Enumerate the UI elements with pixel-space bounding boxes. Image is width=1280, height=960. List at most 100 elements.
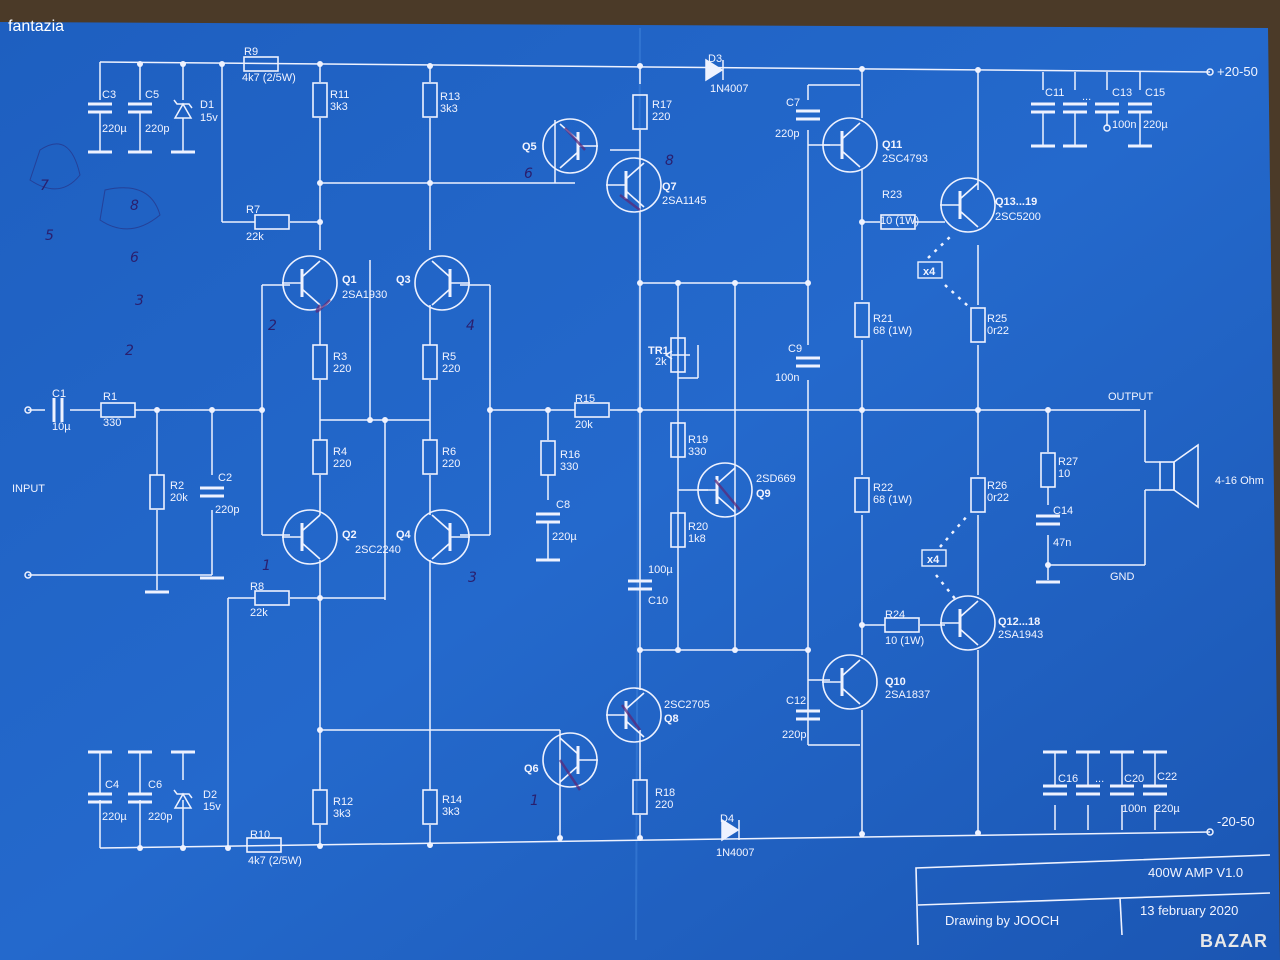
r3-value: 220 [333, 363, 351, 375]
input-label: INPUT [12, 483, 45, 495]
dots-top: ... [1082, 91, 1091, 103]
q6-name: Q6 [524, 763, 539, 775]
r20-name: R20 [688, 521, 708, 533]
ink-1: 1 [262, 558, 271, 574]
ink-3-right: 3 [468, 570, 477, 586]
r11-value: 3k3 [330, 101, 348, 113]
r7-name: R7 [246, 204, 260, 216]
rectifier-diodes [705, 58, 740, 842]
c1-value: 10µ [52, 421, 71, 433]
r5-name: R5 [442, 351, 456, 363]
r13-value: 3k3 [440, 103, 458, 115]
r7-value: 22k [246, 231, 264, 243]
zener-diodes [173, 99, 193, 809]
q13-name: Q13...19 [995, 196, 1037, 208]
multiplier-lower: x4 [927, 554, 940, 566]
r10-value: 4k7 (2/5W) [248, 855, 302, 867]
r22-value: 68 (1W) [873, 494, 912, 506]
r8-value: 22k [250, 607, 268, 619]
c10-value: 100µ [648, 564, 673, 576]
q7-value: 2SA1145 [662, 195, 706, 207]
d3-name: D3 [708, 53, 722, 65]
d4-name: D4 [720, 813, 734, 825]
d2-value: 15v [203, 801, 221, 813]
q8-name: Q8 [664, 713, 679, 725]
r24-name: R24 [885, 609, 905, 621]
r5-value: 220 [442, 363, 460, 375]
c4-value: 220µ [102, 811, 127, 823]
r10-name: R10 [250, 829, 270, 841]
r23-name: R23 [882, 189, 902, 201]
c9-name: C9 [788, 343, 802, 355]
r22-name: R22 [873, 482, 893, 494]
r25-value: 0r22 [987, 325, 1009, 337]
c2-name: C2 [218, 472, 232, 484]
title-text: 400W AMP V1.0 [1148, 865, 1243, 880]
ink-6: 6 [130, 250, 139, 266]
r19-name: R19 [688, 434, 708, 446]
c3-name: C3 [102, 89, 116, 101]
q3-name: Q3 [396, 274, 411, 286]
wires [28, 61, 1211, 849]
c5-value: 220p [145, 123, 169, 135]
speaker-label: 4-16 Ohm [1215, 475, 1264, 487]
c16-name: C16 [1058, 773, 1078, 785]
c20-value: 100n [1122, 803, 1146, 815]
c15-name: C15 [1145, 87, 1165, 99]
d1-name: D1 [200, 99, 214, 111]
ink-4: 4 [466, 318, 475, 334]
q8-value: 2SC2705 [664, 699, 710, 711]
c13-value: 100n [1112, 119, 1136, 131]
multiplier-markers: x4 x4 [917, 234, 969, 601]
date-text: 13 february 2020 [1140, 903, 1238, 918]
c1-name: C1 [52, 388, 66, 400]
r11-name: R11 [330, 89, 349, 101]
r8-name: R8 [250, 581, 264, 593]
c8-name: C8 [556, 499, 570, 511]
q11-value: 2SC4793 [882, 153, 928, 165]
r14-value: 3k3 [442, 806, 460, 818]
c13-name: C13 [1112, 87, 1132, 99]
c4-name: C4 [105, 779, 119, 791]
positive-rail-label: +20-50 [1217, 64, 1258, 79]
r2-name: R2 [170, 480, 184, 492]
ink-8: 8 [130, 198, 139, 214]
tr1-value: 2k [655, 356, 667, 368]
d4-value: 1N4007 [716, 847, 755, 859]
q12-value: 2SA1943 [998, 629, 1043, 641]
c11-name: C11 [1045, 87, 1064, 99]
q10-value: 2SA1837 [885, 689, 930, 701]
r4-value: 220 [333, 458, 351, 470]
ink-3: 3 [135, 293, 144, 309]
junctions [24, 61, 1214, 851]
q5-name: Q5 [522, 141, 537, 153]
c5-name: C5 [145, 89, 159, 101]
q1-value: 2SA1930 [342, 289, 387, 301]
r27-name: R27 [1058, 456, 1078, 468]
r9-name: R9 [244, 46, 258, 58]
dots-bottom: ... [1095, 773, 1104, 785]
ink-8-top: 8 [665, 153, 674, 169]
r12-name: R12 [333, 796, 353, 808]
tr1-name: TR1 [648, 345, 669, 357]
c2-value: 220p [215, 504, 239, 516]
q1-name: Q1 [342, 274, 357, 286]
c14-name: C14 [1053, 505, 1073, 517]
q12-name: Q12...18 [998, 616, 1040, 628]
watermark-fantazia: fantazia [8, 18, 65, 35]
c6-name: C6 [148, 779, 162, 791]
r21-name: R21 [873, 313, 893, 325]
r15-name: R15 [575, 393, 595, 405]
r24-value: 10 (1W) [885, 635, 924, 647]
r13-name: R13 [440, 91, 460, 103]
gnd-label: GND [1110, 571, 1135, 583]
c10-name: C10 [648, 595, 668, 607]
ink-6-q5: 6 [524, 166, 533, 182]
r1-value: 330 [103, 417, 121, 429]
c15-value: 220µ [1143, 119, 1168, 131]
ink-7: 7 [40, 178, 49, 194]
r6-name: R6 [442, 446, 456, 458]
c9-value: 100n [775, 372, 799, 384]
